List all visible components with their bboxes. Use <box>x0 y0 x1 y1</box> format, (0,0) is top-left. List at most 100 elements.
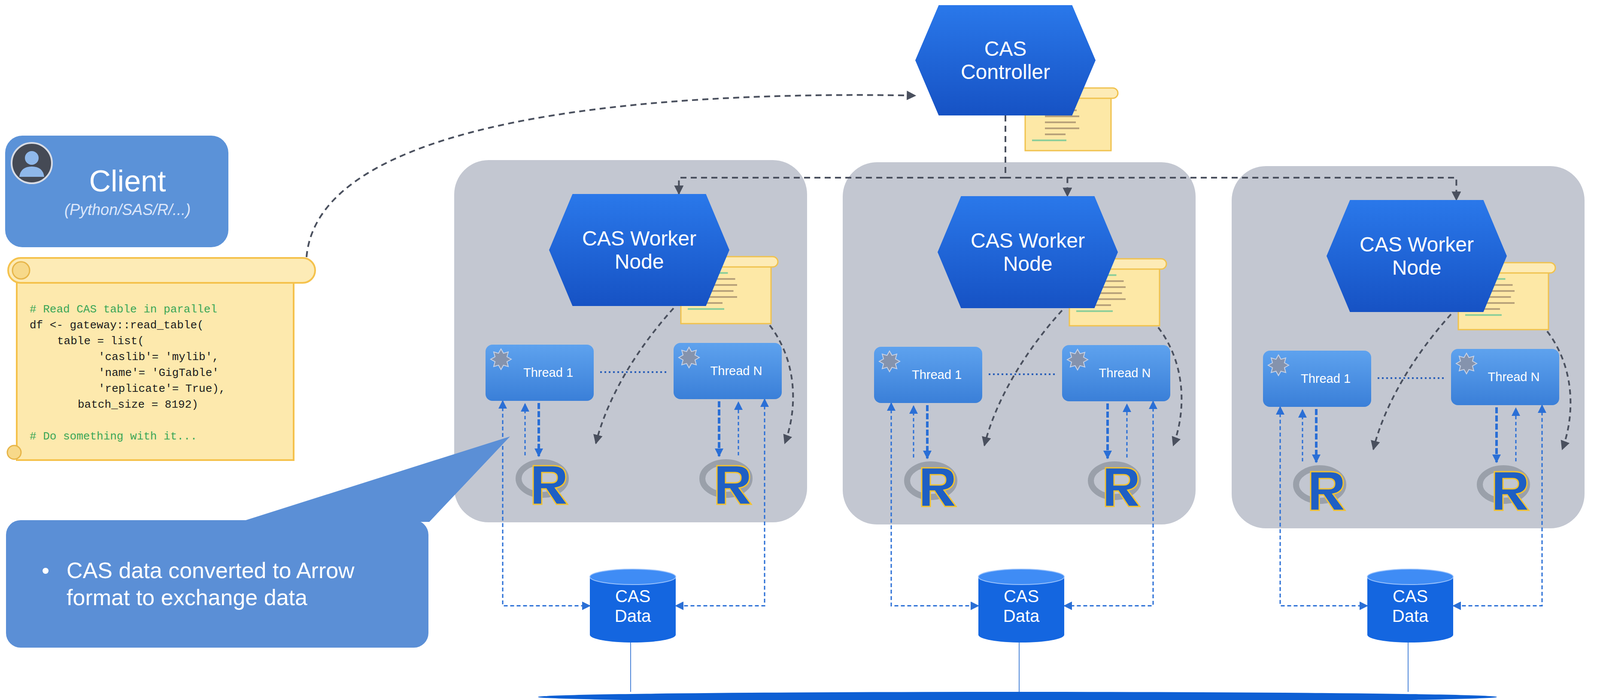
data-link <box>675 399 765 607</box>
scroll-roll <box>8 258 316 283</box>
data-arrow <box>925 405 929 459</box>
result-arrow <box>737 402 740 456</box>
thread-box: Thread N <box>1062 345 1171 402</box>
code-line: batch_size = 8192) <box>29 397 199 413</box>
data-label: CAS Data <box>986 586 1056 626</box>
text-wrap: Thread 1 <box>1283 371 1351 386</box>
data-link <box>1453 405 1543 607</box>
data-cylinder: CAS Data <box>978 569 1065 643</box>
code-line: # Read CAS table in parallel <box>29 301 218 318</box>
bus-link <box>1407 642 1409 693</box>
thread-box <box>874 346 983 404</box>
data-arrow <box>1314 409 1318 463</box>
r-logo <box>907 464 957 507</box>
cyl-shape <box>1367 569 1454 643</box>
hexagon <box>915 5 1096 116</box>
code-line: 'caslib'= 'mylib', <box>29 349 219 366</box>
text-wrap: CAS Worker Node <box>581 227 698 274</box>
thread-ellipsis <box>1377 377 1445 380</box>
text-wrap: CAS Worker Node <box>1358 233 1475 280</box>
node-title: CAS Controller <box>947 37 1064 84</box>
bus-link <box>630 642 632 693</box>
callout-box <box>6 520 429 648</box>
result-arrow <box>524 403 526 456</box>
gear-icon <box>1067 349 1088 371</box>
dispatch-curve <box>984 303 1069 446</box>
text-wrap: Thread 1 <box>506 365 574 380</box>
data-link <box>1064 401 1154 607</box>
text-wrap: CAS Data <box>1375 586 1445 626</box>
data-arrow <box>1106 403 1109 459</box>
thread-label: Thread N <box>1099 366 1151 381</box>
bus-link <box>1018 642 1020 693</box>
thread-label: Thread N <box>710 364 763 379</box>
data-arrow <box>1495 407 1498 463</box>
thread-label: Thread 1 <box>523 365 574 380</box>
data-arrow <box>717 401 721 457</box>
thread-label: Thread 1 <box>1300 371 1351 386</box>
node-title: CAS Worker Node <box>581 227 698 274</box>
cyl-shape <box>589 569 676 643</box>
storage-bus <box>537 692 1497 700</box>
text-wrap: Thread N <box>1081 366 1151 381</box>
text-wrap: # Read CAS table in paralleldf <- gatewa… <box>8 257 226 445</box>
thread-label: Thread 1 <box>911 367 962 383</box>
callout-box: • CAS data converted to Arrow format to e… <box>6 520 429 648</box>
control-link <box>1005 115 1068 197</box>
hexagon-node: CAS Controller <box>915 5 1096 116</box>
text-wrap: CAS Data <box>598 586 668 626</box>
client-box: Client(Python/SAS/R/...) <box>5 135 229 248</box>
node-title: CAS Worker Node <box>1358 233 1475 280</box>
hexagon-node: CAS Worker Node <box>937 196 1118 309</box>
text-wrap: CAS Worker Node <box>969 229 1086 276</box>
gear-icon <box>1456 353 1477 374</box>
client-subtitle: (Python/SAS/R/...) <box>64 200 191 219</box>
data-arrow <box>537 403 541 457</box>
client-title: Client <box>89 163 167 199</box>
thread-box <box>1262 350 1372 407</box>
hexagon-node: CAS Worker Node <box>549 194 730 307</box>
thread-box: Thread 1 <box>485 344 594 401</box>
control-link <box>678 115 1006 195</box>
thread-box <box>1062 345 1171 402</box>
result-arrow <box>913 406 915 458</box>
r-logo <box>1296 468 1345 511</box>
r-logo <box>518 462 568 505</box>
r-logo <box>1479 468 1529 511</box>
cylinder-body <box>1367 569 1454 643</box>
gear-icon <box>678 347 700 368</box>
thread-label: Thread N <box>1487 370 1540 385</box>
text-wrap: CAS Controller <box>947 37 1064 84</box>
cylinder-top <box>589 569 676 585</box>
worker-panel <box>1231 166 1585 529</box>
thread-ellipsis <box>988 373 1056 376</box>
hexagon-node: CAS Worker Node <box>1326 200 1507 313</box>
code-line: 'name'= 'GigTable' <box>29 365 219 382</box>
code-line: 'replicate'= True), <box>29 381 226 398</box>
r-logo <box>1090 464 1140 507</box>
result-arrow <box>1515 408 1517 462</box>
callout-text: CAS data converted to Arrow format to ex… <box>66 557 393 611</box>
callout-shape <box>6 520 429 648</box>
text-wrap: Thread N <box>1470 370 1540 385</box>
hexagon <box>549 194 730 307</box>
text-wrap: • CAS data converted to Arrow format to e… <box>41 557 393 611</box>
data-cylinder: CAS Data <box>1367 569 1454 643</box>
gear-icon <box>490 349 512 370</box>
worker-panel <box>842 162 1196 525</box>
data-cylinder: CAS Data <box>589 569 676 643</box>
cylinder-top <box>1367 569 1454 585</box>
text-wrap: CAS Data <box>986 586 1056 626</box>
bullet: • <box>41 557 50 584</box>
code-scroll: # Read CAS table in paralleldf <- gatewa… <box>8 257 320 465</box>
cylinder-body <box>589 569 676 643</box>
text-wrap: Client(Python/SAS/R/...) <box>42 163 191 219</box>
gear-icon <box>1268 355 1289 376</box>
dispatch-curve <box>595 301 680 444</box>
thread-ellipsis <box>600 371 668 374</box>
code-line: # Do something with it... <box>29 428 198 445</box>
dispatch-curve <box>1373 307 1458 450</box>
data-link <box>502 400 590 607</box>
data-label: CAS Data <box>1375 586 1445 626</box>
thread-box <box>485 344 594 401</box>
